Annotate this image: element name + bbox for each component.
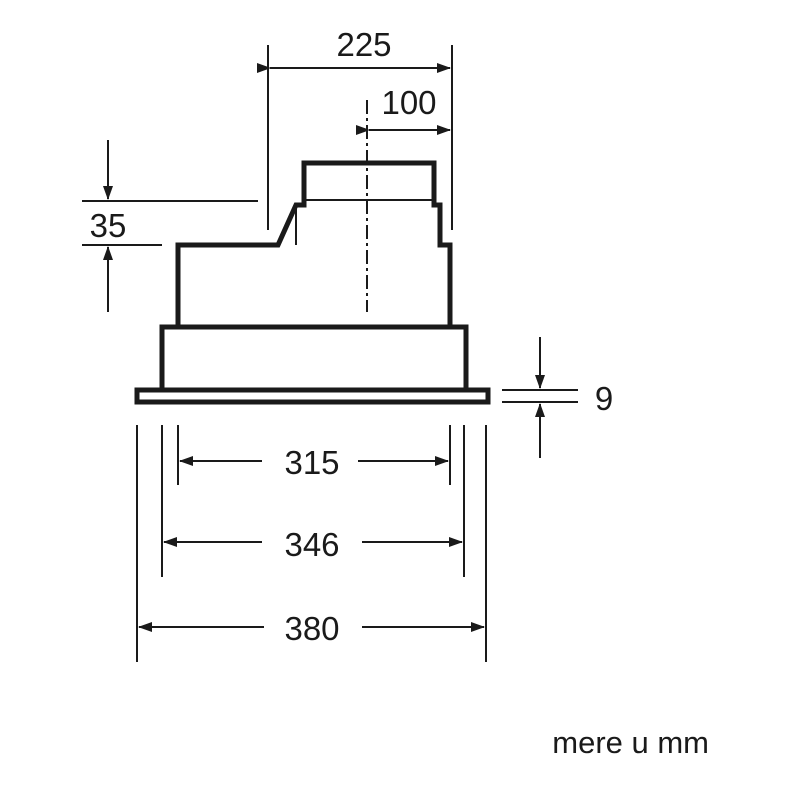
dimension-label-315: 315 [284, 444, 339, 481]
lower-housing [159, 324, 469, 390]
dimension-label-35: 35 [90, 207, 127, 244]
dimension-label-225: 225 [336, 26, 391, 63]
dimension-label-380: 380 [284, 610, 339, 647]
dimension-100: 100 [356, 84, 451, 135]
dimension-380: 380 [138, 610, 485, 647]
dimension-315: 315 [179, 444, 449, 481]
dimension-label-346: 346 [284, 526, 339, 563]
upper-housing [175, 160, 453, 327]
dimension-label-100: 100 [381, 84, 436, 121]
dimension-9: 9 [502, 337, 613, 458]
hood-body [134, 100, 491, 405]
lower-extension-lines [136, 425, 487, 662]
dimension-225: 225 [257, 26, 453, 230]
bottom-flange [134, 387, 491, 405]
units-note: mere u mm [552, 725, 709, 760]
dimension-35: 35 [82, 140, 258, 312]
dimension-346: 346 [163, 526, 463, 563]
dimension-label-9: 9 [595, 380, 613, 417]
